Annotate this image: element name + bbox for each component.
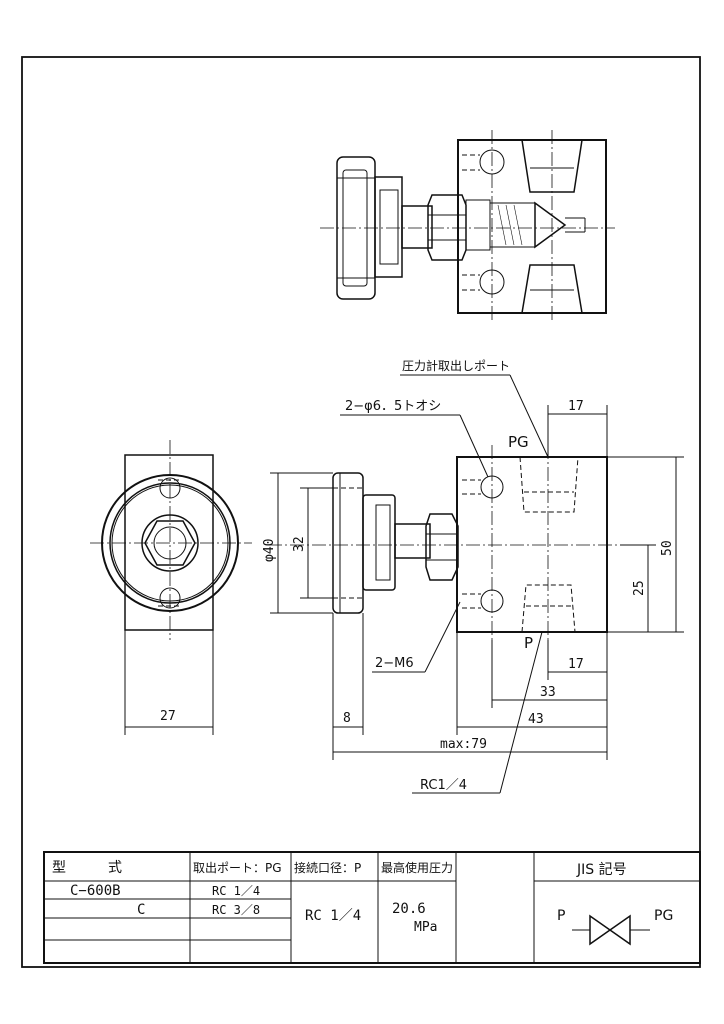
annotation-labels: 圧力計取出しポート 2−φ6．5トオシ PG P 2−M6 RC1／4 [345,358,533,793]
row-model-2: C [137,902,145,918]
dim-phi40: φ40 [262,539,277,562]
dim-33: 33 [540,685,556,700]
dim-50: 50 [660,540,675,556]
label-m6: 2−M6 [375,656,414,671]
dim-17-top: 17 [568,399,584,414]
dim-27: 27 [160,709,176,724]
pressure-unit: MPa [414,920,437,935]
jis-p-label: P [557,908,565,924]
row-model-1: C−600B [70,883,121,899]
spec-table: 型 式 取出ポート：PG 接続口径：P 最高使用圧力 JIS 記号 C−600B… [43,851,701,964]
header-jis: JIS 記号 [576,861,627,878]
dimension-labels: φ40 32 17 50 25 17 33 43 8 27 max:79 [160,399,675,752]
p-port-value: RC 1／4 [305,908,361,924]
label-rc: RC1／4 [420,778,467,793]
label-through-hole: 2−φ6．5トオシ [345,399,441,414]
side-view [90,440,252,640]
dimension-lines [124,374,684,794]
label-gauge-port: 圧力計取出しポート [402,358,510,373]
header-pressure: 最高使用圧力 [381,860,453,875]
header-pg-port: 取出ポート：PG [193,861,282,875]
header-model: 型 式 [52,860,122,876]
label-p: P [524,634,533,652]
label-pg: PG [508,433,529,451]
pressure-value: 20.6 [392,901,426,917]
top-view [320,130,615,320]
dim-17-bottom: 17 [568,657,584,672]
dim-8: 8 [343,711,351,726]
drawing-frame [21,56,701,968]
row-pg-1: RC 1／4 [212,884,260,898]
jis-pg-label: PG [654,908,673,924]
front-view [268,445,620,640]
dim-32: 32 [292,536,307,552]
dim-25: 25 [632,580,647,596]
row-pg-2: RC 3／8 [212,903,260,917]
dim-43: 43 [528,712,544,727]
dim-max79: max:79 [440,737,487,752]
valve-symbol-icon [572,914,650,946]
header-p-port: 接続口径：P [294,860,361,875]
